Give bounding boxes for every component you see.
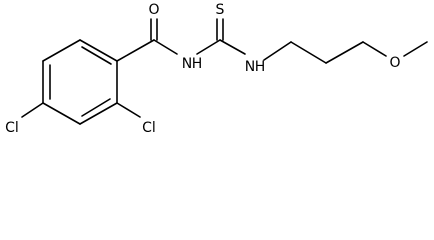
ch2-to-ether-o-bond [362, 41, 387, 57]
atom-s-thio: S [216, 2, 225, 18]
ch2-ch2-bond [290, 41, 327, 64]
nh-to-thiocarbonyl-bond [196, 39, 221, 55]
atom-h-amide: H [192, 56, 203, 72]
ring-inner-bond-1 [81, 46, 112, 65]
atom-labels: O S N H N H O Cl Cl [5, 2, 400, 136]
atom-cl-ortho: Cl [142, 120, 156, 136]
atom-h-thio: H [255, 59, 266, 75]
ring-bond-6 [42, 39, 81, 62]
nh-to-ch2-bond [263, 41, 292, 61]
thiocarbonyl-to-nh-bond [219, 39, 246, 55]
molecule-structure: O S N H N H O Cl Cl [5, 2, 428, 136]
ring-bond-4 [42, 102, 81, 125]
atom-n-thio: N [245, 59, 255, 75]
ring-to-carbonyl-bond [116, 39, 155, 62]
carbonyl-to-nh-bond [153, 39, 178, 55]
atom-n-amide: N [182, 56, 192, 72]
ring-to-cl-para-bond [21, 102, 44, 118]
ring-inner-bond-2 [81, 98, 111, 117]
ring-bond-3 [79, 102, 118, 125]
atom-o-carbonyl: O [148, 2, 159, 18]
atom-o-ether: O [389, 55, 400, 71]
ring-to-cl-ortho-bond [116, 102, 141, 118]
ring-bond-1 [79, 39, 118, 62]
ch2-ch2-bond-2 [325, 41, 364, 64]
bonds [21, 18, 428, 125]
atom-cl-para: Cl [5, 120, 19, 136]
ether-o-to-methyl-bond [403, 41, 428, 57]
